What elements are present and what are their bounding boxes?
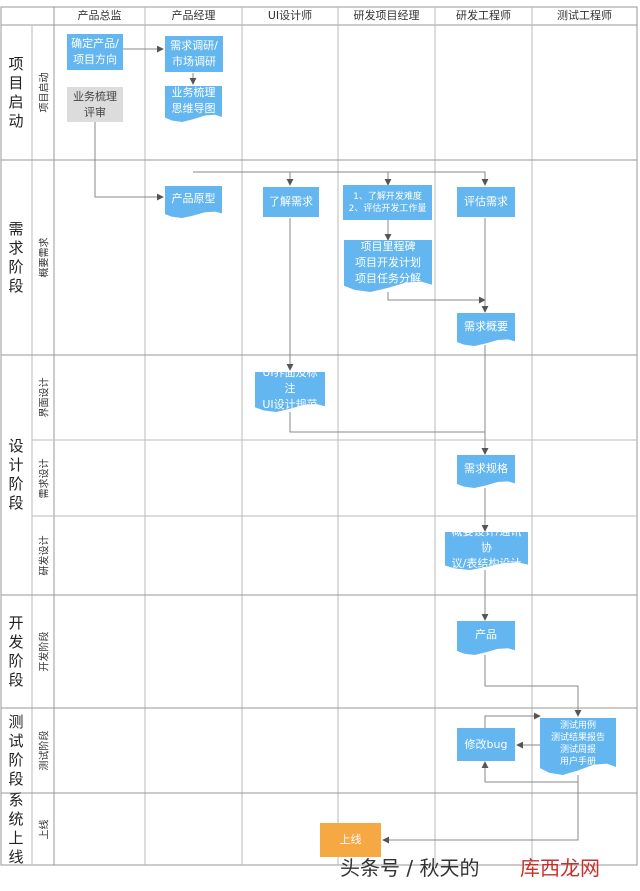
node-req-spec: 需求规格 bbox=[457, 455, 515, 488]
subphase-req-design: 需求设计 bbox=[32, 440, 54, 516]
phase-title-launch: 系 统 上 线 bbox=[8, 791, 24, 866]
subphase-label: 上线 bbox=[39, 819, 51, 839]
connector bbox=[289, 412, 489, 455]
phase-title-requirements: 需 求 阶 段 bbox=[8, 219, 24, 295]
subphase-launch: 上线 bbox=[32, 793, 54, 865]
connector bbox=[94, 122, 164, 201]
node-requirement-research: 需求调研/ 市场调研 bbox=[165, 36, 223, 72]
subphase-label: 概要需求 bbox=[39, 237, 51, 278]
subphase-testing: 测试阶段 bbox=[32, 708, 54, 793]
watermark-site: 库西龙网 bbox=[520, 856, 600, 880]
connector bbox=[484, 712, 541, 728]
subphase-development: 开发阶段 bbox=[32, 595, 54, 708]
watermark-text: 头条号 / 秋天的 bbox=[340, 856, 480, 880]
node-rd-pm-assess: 1、了解开发难度 2、评估开发工作量 bbox=[343, 185, 432, 220]
column-header-ui-designer: UI设计师 bbox=[267, 9, 313, 22]
connector bbox=[382, 775, 579, 844]
node-fix-bug: 修改bug bbox=[457, 728, 515, 761]
node-business-review: 业务梳理 评审 bbox=[67, 87, 123, 122]
subphase-kickoff: 项目启动 bbox=[32, 25, 54, 160]
node-business-mindmap: 业务梳理 思维导图 bbox=[165, 86, 222, 122]
phase-title-development: 开 发 阶 段 bbox=[8, 613, 24, 689]
subphase-label: 测试阶段 bbox=[39, 730, 51, 771]
diagram-frame bbox=[0, 6, 638, 866]
subphase-label: 项目启动 bbox=[39, 72, 51, 113]
subphase-ui-design: 界面设计 bbox=[32, 355, 54, 440]
subphase-label: 需求设计 bbox=[39, 458, 51, 498]
subphase-label: 研发设计 bbox=[39, 535, 51, 576]
phase-title-kickoff: 项 目 启 动 bbox=[8, 54, 24, 130]
column-header-rd-pm: 研发项目经理 bbox=[353, 9, 420, 22]
connector bbox=[484, 655, 582, 717]
subphase-overview-req: 概要需求 bbox=[32, 160, 54, 355]
connector bbox=[387, 292, 486, 304]
column-header-product-director: 产品总监 bbox=[77, 9, 122, 22]
phase-title-design: 设 计 阶 段 bbox=[8, 437, 24, 512]
node-launch: 上线 bbox=[320, 823, 381, 857]
column-header-rd-engineer: 研发工程师 bbox=[456, 9, 511, 22]
phase-title-testing: 测 试 阶 段 bbox=[8, 712, 24, 788]
subphase-rd-design: 研发设计 bbox=[32, 516, 54, 595]
column-header-test-engineer: 测试工程师 bbox=[557, 9, 612, 22]
node-confirm-product: 确定产品/ 项目方向 bbox=[67, 34, 123, 70]
subphase-label: 界面设计 bbox=[39, 377, 51, 418]
node-dev-evaluate: 评估需求 bbox=[457, 187, 515, 217]
node-ui-understand: 了解需求 bbox=[263, 187, 319, 217]
column-header-product-manager: 产品经理 bbox=[171, 9, 216, 22]
subphase-label: 开发阶段 bbox=[39, 631, 51, 672]
connector bbox=[193, 171, 489, 186]
